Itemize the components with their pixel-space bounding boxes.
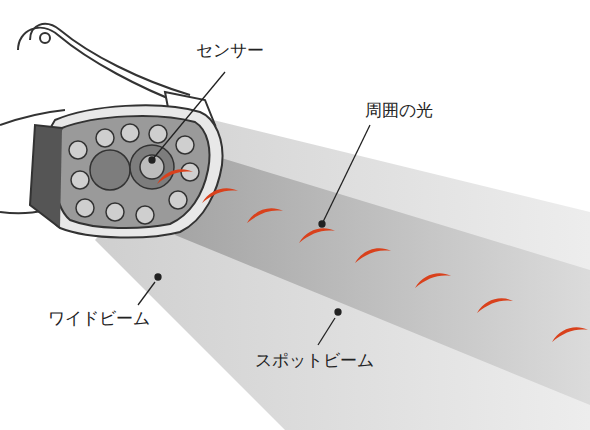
part-label: 周囲の光	[365, 100, 433, 120]
ambient-light-marks	[157, 169, 588, 342]
lamp-body	[30, 105, 223, 237]
part-label: センサー	[196, 40, 264, 60]
part-label: ワイドビーム	[48, 308, 150, 328]
wide-beam	[95, 118, 590, 430]
spot-beam	[175, 150, 590, 405]
leader-lines	[138, 72, 370, 345]
part-label: スポットビーム	[255, 350, 374, 370]
